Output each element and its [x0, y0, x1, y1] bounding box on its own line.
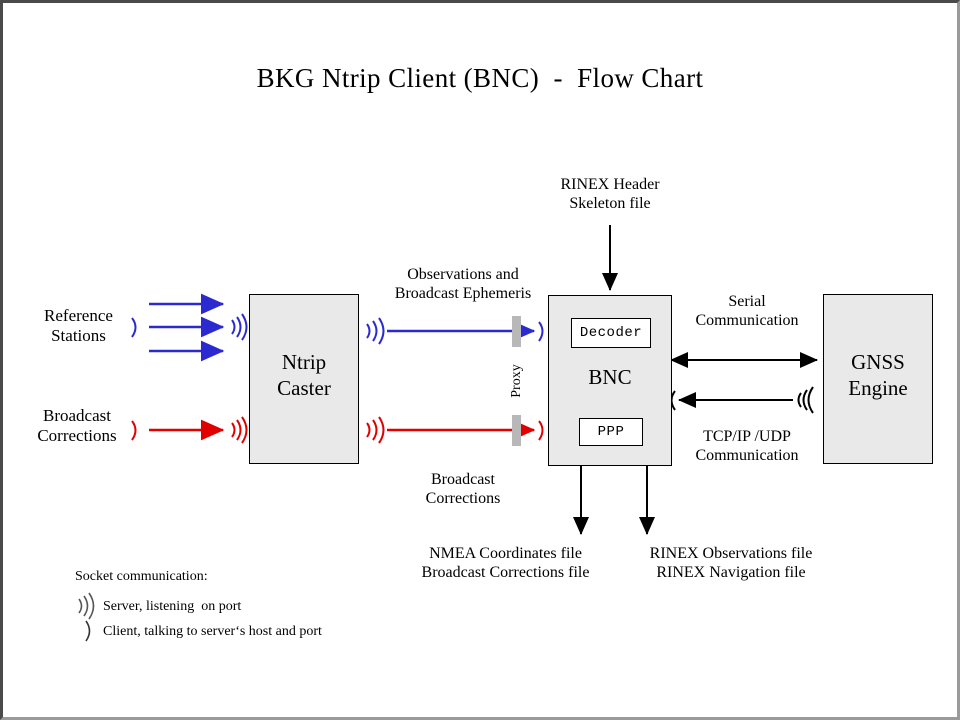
- broadcast-signal-icon-caster-in-obs: [231, 313, 248, 341]
- client-paren-icon-bnc-corr: [538, 420, 544, 441]
- reference-station-arrows: [149, 293, 225, 362]
- proxy-bar-top: [512, 316, 521, 347]
- node-bnc-decoder[interactable]: Decoder: [571, 318, 651, 348]
- broadcast-signal-icon-caster-out-corr: [366, 416, 385, 444]
- diagram-connectors: [78, 225, 818, 642]
- broadcast-signal-icon-gnss-tcpip: [797, 386, 814, 414]
- page-title: BKG Ntrip Client (BNC) - Flow Chart: [256, 63, 704, 93]
- broadcast-signal-icon-caster-out-obs: [366, 317, 385, 345]
- legend-broadcast-signal-icon: [78, 592, 95, 620]
- node-bnc-label: BNC: [588, 365, 632, 389]
- legend-client-label: Client, talking to server‘s host and por…: [103, 624, 322, 639]
- node-bnc[interactable]: Decoder BNC PPP: [548, 295, 672, 466]
- proxy-label: Proxy: [509, 364, 524, 398]
- client-paren-icon-bnc-tcpip: [670, 390, 676, 411]
- client-paren-icon-broadcast-corrections: [131, 420, 137, 441]
- node-bnc-ppp[interactable]: PPP: [579, 418, 643, 446]
- legend-client-paren-icon: [85, 620, 91, 642]
- client-paren-icon-reference-stations: [131, 317, 137, 338]
- client-paren-icon-bnc-obs: [538, 321, 544, 342]
- legend-title: Socket communication:: [75, 569, 208, 584]
- proxy-bar-bottom: [512, 415, 521, 446]
- legend-server-label: Server, listening on port: [103, 599, 242, 614]
- broadcast-signal-icon-caster-in-corr: [231, 416, 248, 444]
